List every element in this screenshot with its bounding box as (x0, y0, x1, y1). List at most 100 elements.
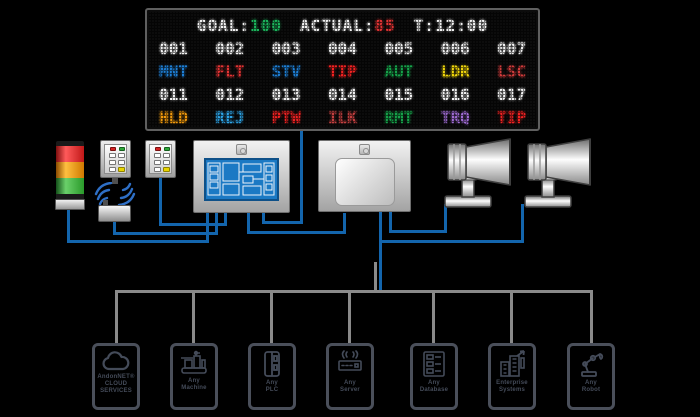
wire-keypad2-drop (159, 178, 162, 226)
keypad-button (154, 160, 161, 165)
node-label-line: Any (266, 380, 278, 386)
keypad-button-green (163, 147, 170, 151)
wire-hmi-drop (247, 213, 250, 234)
controller-door (335, 158, 395, 206)
status-code: AUT (384, 62, 414, 81)
bus-line (115, 290, 593, 293)
wire-stacklight-riser (206, 213, 209, 243)
station-id: 003 (271, 39, 301, 58)
hmi-floorplan-graphic (207, 162, 275, 196)
node-label-line: Systems (498, 387, 526, 393)
station-id: 006 (440, 39, 470, 58)
keypad-button (154, 167, 161, 172)
time-value: T:12:00 (413, 16, 489, 35)
wire-controller-to-bus (379, 212, 382, 292)
database-icon (423, 351, 445, 377)
bus-drop-2 (192, 290, 195, 344)
keypad-button-red (109, 147, 116, 151)
machine-icon (181, 350, 207, 374)
station-id: 014 (328, 85, 357, 104)
hmi-screw (236, 144, 247, 155)
enterprise-buildings-icon (500, 350, 525, 377)
plc-icon (264, 351, 280, 377)
hmi-screen (204, 158, 279, 201)
led-board-header-row: GOAL:100 ACTUAL:85 T:12:00 (155, 14, 530, 37)
station-id: 001 (159, 39, 188, 58)
status-code: RMT (384, 108, 414, 127)
wire-board-drop (300, 131, 303, 224)
station-id: 004 (328, 39, 357, 58)
stack-light-collar (56, 194, 84, 199)
node-label-line: PLC (265, 387, 279, 393)
stack-light-orange (56, 162, 84, 178)
node-any-plc: Any PLC (248, 343, 296, 410)
bus-drop-6 (510, 290, 513, 344)
wire-board-horizontal (262, 221, 303, 224)
status-code: LSC (497, 62, 526, 81)
controller-enclosure (318, 140, 411, 212)
wire-horn1-riser (444, 204, 447, 233)
status-code: REJ (215, 108, 245, 127)
bus-drop-1 (115, 290, 118, 344)
bus-connector-stub (374, 262, 377, 291)
wire-board-to-hmi (262, 213, 265, 223)
cloud-icon (102, 351, 130, 371)
call-keypad-2 (145, 140, 176, 178)
led-board-content: GOAL:100 ACTUAL:85 T:12:00 001 002 003 004… (147, 10, 538, 129)
node-label-line: Any (585, 380, 597, 386)
keypad1-antenna-stub (112, 178, 118, 184)
keypad-button-green (118, 147, 125, 151)
node-label-line: Machine (181, 385, 207, 391)
bus-drop-4 (348, 290, 351, 344)
station-id: 017 (497, 85, 526, 104)
call-keypad-1 (100, 140, 131, 178)
wire-horn1-run (389, 230, 447, 233)
station-number-row-2: 011 012 013 014 015 016 017 (155, 83, 530, 106)
station-number-row-1: 001 002 003 004 005 006 007 (155, 37, 530, 60)
status-code: LDR (440, 62, 470, 81)
node-label-line: Any (428, 380, 440, 386)
keypad-button (154, 153, 161, 158)
station-id: 011 (159, 85, 188, 104)
status-code: PTW (271, 108, 301, 127)
keypad-button (163, 160, 170, 165)
wireless-signal-icon (94, 182, 136, 206)
keypad-button (109, 167, 116, 172)
wire-controller-riser (343, 213, 346, 234)
controller-screw (359, 144, 370, 155)
node-any-server: Any Server (326, 343, 374, 410)
stack-light-green (56, 178, 84, 194)
bus-drop-5 (432, 290, 435, 344)
status-code: ILK (328, 108, 357, 127)
wire-hmi-to-controller (247, 231, 346, 234)
node-andonnet-cloud: AndonNET® CLOUD SERVICES (92, 343, 140, 410)
status-code: TIP (328, 62, 357, 81)
station-id: 013 (271, 85, 301, 104)
goal-label: GOAL: (196, 16, 251, 35)
node-any-database: Any Database (410, 343, 458, 410)
goal-value: 100 (250, 16, 282, 35)
keypad-button (118, 160, 125, 165)
status-code: TIP (497, 108, 526, 127)
status-code-row-1: MNT FLT STV TIP AUT LDR LSC (155, 60, 530, 83)
node-label-line: Enterprise (496, 380, 528, 386)
robot-arm-icon (581, 353, 604, 377)
wire-stacklight-run (67, 240, 209, 243)
status-code-row-2: HLD REJ PTW ILK RMT TRQ TIP (155, 106, 530, 129)
actual-label: ACTUAL: (299, 16, 375, 35)
horn-speaker-1 (444, 138, 511, 208)
node-label-line: SERVICES (100, 388, 132, 394)
actual-value: 85 (374, 16, 396, 35)
status-code: MNT (159, 62, 188, 81)
node-label-line: AndonNET® (97, 374, 135, 380)
server-icon (338, 350, 362, 371)
keypad-panel (149, 144, 172, 174)
keypad-button (163, 153, 170, 158)
keypad-button (109, 153, 116, 158)
horn-speaker-2 (524, 138, 591, 208)
keypad-button-red (154, 147, 161, 151)
status-code: STV (271, 62, 301, 81)
station-id: 005 (384, 39, 414, 58)
node-label-line: Robot (581, 387, 601, 393)
